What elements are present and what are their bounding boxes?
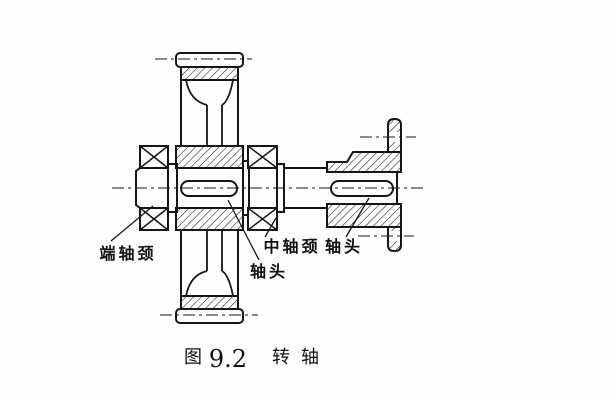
leader-lines xyxy=(110,197,370,261)
gear-hub-hatch-bottom xyxy=(175,207,244,231)
left-bearing-x-bottom xyxy=(139,207,169,231)
leader-middle-journal xyxy=(264,217,277,238)
flange-hole-bottom xyxy=(389,231,400,241)
gear-top-rim xyxy=(175,52,244,68)
leader-shaft-head-left xyxy=(227,199,260,261)
centerlines xyxy=(112,58,424,316)
label-middle-journal: 中轴颈 xyxy=(263,237,320,256)
caption-prefix: 图 xyxy=(184,347,202,368)
label-shaft-head-right: 轴头 xyxy=(325,237,363,256)
caption-title: 转轴 xyxy=(272,347,330,368)
right-bearing xyxy=(247,145,278,231)
figure-caption: 图 9.2 转轴 xyxy=(184,345,330,373)
gear-top-rim-hatch xyxy=(180,66,239,81)
coupling-hub xyxy=(326,118,402,252)
part-labels: 端轴颈 中轴颈 轴头 轴头 xyxy=(99,237,363,281)
hub-hatch-top xyxy=(326,151,402,173)
right-bearing-x-bottom xyxy=(247,207,278,231)
gear-bottom-rim xyxy=(175,308,244,324)
shaft-right-segment xyxy=(284,167,327,209)
gear-side-faces xyxy=(180,80,239,296)
left-bearing xyxy=(139,145,169,231)
gear-section xyxy=(175,52,244,324)
leader-end-journal xyxy=(110,205,154,242)
right-bearing-x-top xyxy=(247,145,278,169)
caption-number: 9.2 xyxy=(209,345,247,373)
leader-shaft-head-right xyxy=(345,197,370,238)
label-shaft-head-left: 轴头 xyxy=(250,262,288,281)
gear-bottom-rim-hatch xyxy=(180,295,239,310)
left-bearing-x-top xyxy=(139,145,169,169)
label-end-journal: 端轴颈 xyxy=(99,244,156,263)
gear-hub-hatch-top xyxy=(175,145,244,169)
gear-web xyxy=(185,79,234,297)
